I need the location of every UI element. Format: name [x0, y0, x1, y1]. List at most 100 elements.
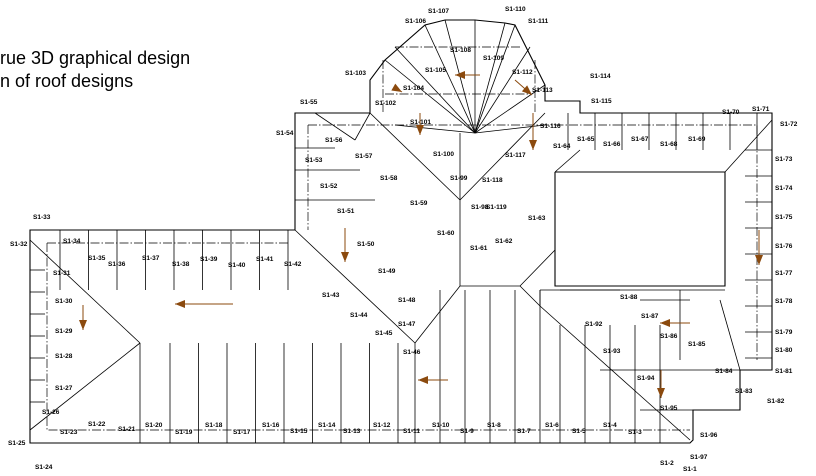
slope-arrow-head: [341, 252, 349, 262]
section-label: S1-85: [688, 341, 706, 348]
section-label: S1-79: [775, 329, 793, 336]
section-label: S1-13: [343, 428, 361, 435]
roof-plan-lines: [29, 19, 773, 444]
section-label: S1-115: [591, 98, 612, 105]
section-label: S1-70: [722, 109, 740, 116]
section-label: S1-16: [262, 422, 280, 429]
slope-arrow: [175, 300, 233, 308]
section-label: S1-39: [200, 256, 218, 263]
section-label: S1-80: [775, 347, 793, 354]
roof-edge: [394, 124, 476, 134]
section-label: S1-94: [637, 375, 655, 382]
section-label: S1-75: [775, 214, 793, 221]
section-label: S1-99: [450, 175, 468, 182]
slope-arrow-head: [755, 255, 763, 265]
slope-arrow-head: [521, 85, 532, 95]
roof-edge: [539, 305, 691, 441]
section-label: S1-12: [373, 422, 391, 429]
slope-arrow: [416, 113, 424, 135]
section-label: S1-43: [322, 292, 340, 299]
roof-edge: [459, 112, 546, 201]
section-label: S1-86: [660, 333, 678, 340]
caption-line-1: rue 3D graphical design: [0, 48, 191, 68]
section-label: S1-40: [228, 262, 246, 269]
section-label: S1-82: [767, 398, 785, 405]
section-label: S1-6: [545, 422, 559, 429]
section-label: S1-77: [775, 270, 793, 277]
roof-edge: [314, 112, 356, 141]
roof-edge: [384, 59, 476, 134]
section-label: S1-46: [403, 349, 421, 356]
section-label: S1-28: [55, 353, 73, 360]
caption-line-2: n of roof designs: [0, 71, 134, 91]
slope-arrow-head: [391, 83, 402, 92]
section-label: S1-10: [432, 422, 450, 429]
section-label: S1-107: [428, 8, 449, 15]
section-label: S1-20: [145, 422, 163, 429]
section-label: S1-9: [460, 428, 474, 435]
section-label: S1-71: [752, 106, 770, 113]
section-label: S1-18: [205, 422, 223, 429]
section-label: S1-11: [403, 428, 420, 435]
slope-arrows: [79, 71, 763, 398]
section-label: S1-37: [142, 255, 160, 262]
section-label: S1-47: [398, 321, 416, 328]
section-label: S1-25: [8, 440, 26, 447]
section-label: S1-95: [660, 405, 678, 412]
roof-edge: [29, 342, 141, 431]
section-label: S1-52: [320, 183, 338, 190]
section-label: S1-38: [172, 261, 190, 268]
roof-edge: [294, 229, 416, 344]
section-label: S1-55: [300, 99, 318, 106]
section-label: S1-69: [688, 136, 706, 143]
section-label: S1-29: [55, 328, 73, 335]
section-label: S1-23: [60, 429, 78, 436]
section-label: S1-2: [660, 460, 674, 467]
section-label: S1-21: [118, 426, 136, 433]
section-label: S1-54: [276, 130, 294, 137]
section-label: S1-31: [53, 270, 71, 277]
section-label: S1-60: [437, 230, 455, 237]
section-label: S1-7: [517, 428, 531, 435]
section-label: S1-44: [350, 312, 368, 319]
section-label: S1-92: [585, 321, 603, 328]
slope-arrow-head: [79, 320, 87, 330]
section-label: S1-100: [433, 151, 454, 158]
section-label: S1-36: [108, 261, 126, 268]
section-label: S1-88: [620, 294, 638, 301]
section-label: S1-103: [345, 70, 366, 77]
roof-edge: [474, 46, 531, 134]
section-label: S1-32: [10, 241, 28, 248]
section-label: S1-68: [660, 141, 678, 148]
roof-edge: [724, 119, 773, 173]
roof-edge: [424, 24, 476, 134]
section-label: S1-17: [233, 429, 251, 436]
section-label: S1-56: [325, 137, 343, 144]
section-label: S1-22: [88, 421, 106, 428]
roof-edge: [369, 112, 461, 201]
section-label: S1-112: [512, 69, 533, 76]
section-label: S1-84: [715, 368, 733, 375]
section-label: S1-8: [487, 422, 501, 429]
section-label: S1-104: [403, 85, 424, 92]
section-label: S1-67: [631, 136, 649, 143]
section-label: S1-76: [775, 243, 793, 250]
section-label: S1-93: [603, 348, 621, 355]
section-label: S1-35: [88, 255, 106, 262]
section-label: S1-51: [337, 208, 355, 215]
section-label: S1-108: [450, 47, 471, 54]
section-label: S1-48: [398, 297, 416, 304]
section-label: S1-63: [528, 215, 546, 222]
section-label: S1-58: [380, 175, 398, 182]
section-label: S1-45: [375, 330, 393, 337]
roof-edge: [29, 239, 141, 344]
slope-arrow: [660, 319, 690, 327]
slope-arrow: [418, 376, 448, 384]
wall-line-north-east: [308, 124, 758, 360]
section-label: S1-72: [780, 121, 798, 128]
roof-edge: [474, 22, 506, 134]
section-label: S1-119: [486, 204, 507, 211]
section-label: S1-1: [683, 466, 697, 473]
roof-edge: [474, 84, 546, 134]
